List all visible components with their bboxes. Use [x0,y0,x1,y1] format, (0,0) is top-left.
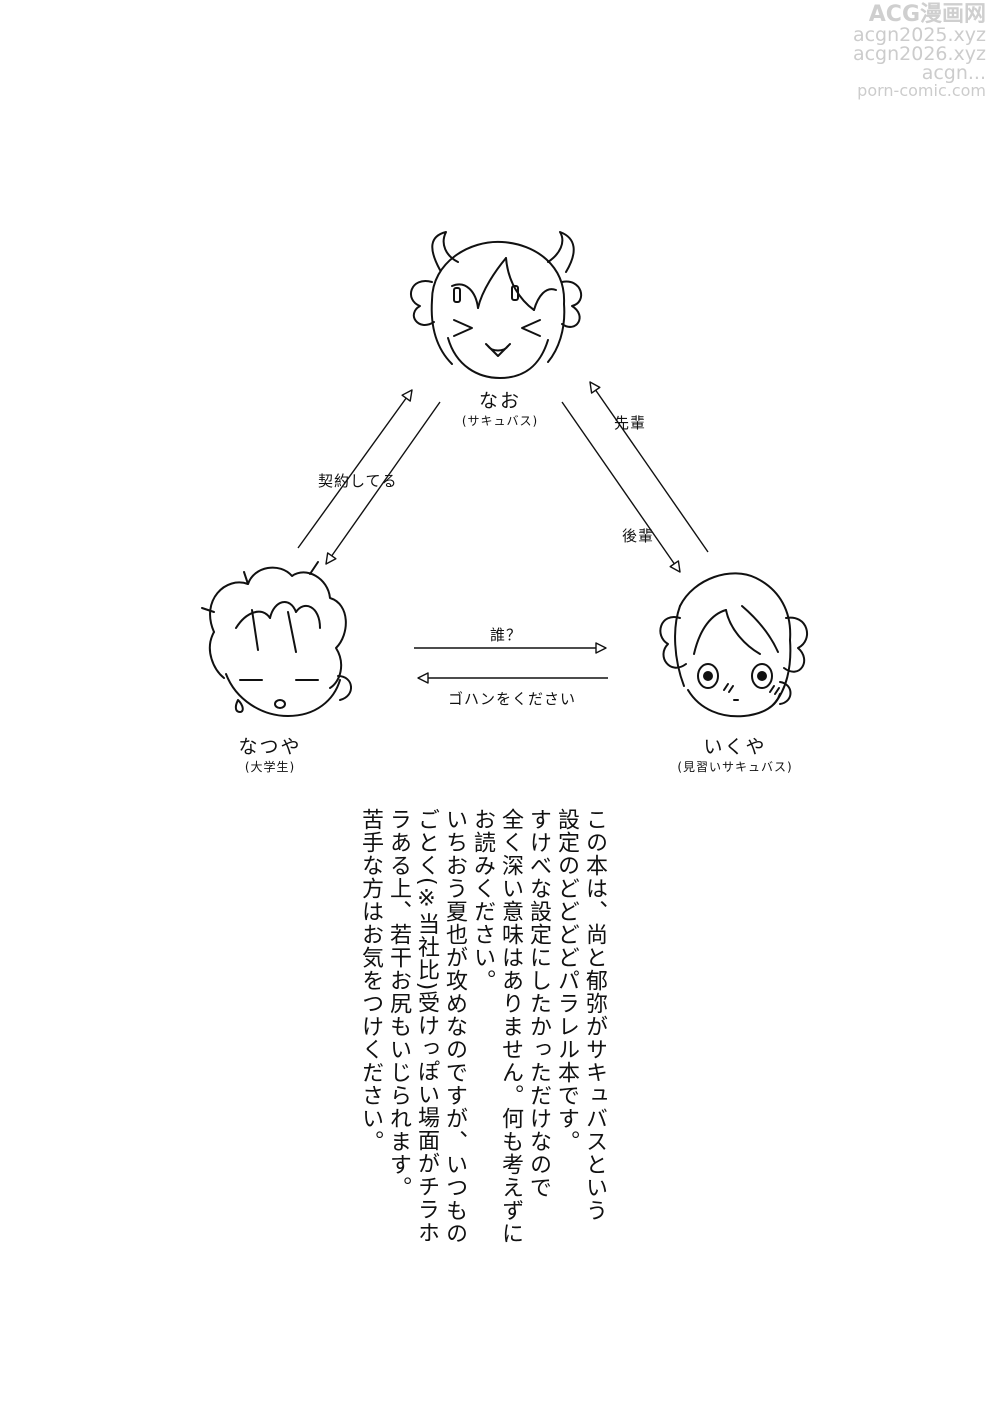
description-line: すけべな設定にしたかっただけなので [526,808,551,1199]
relationship-diagram [201,231,808,718]
description-line: 設定のどどどどパラレル本です。 [554,808,579,1153]
description-line: お読みください。 [470,808,495,992]
watermark-line: porn-comic.com [857,81,986,100]
relation-arrows [297,381,709,684]
relation-label-who: 誰？ [490,626,523,644]
ikuya-face-illustration [659,572,808,718]
arrow-ikuya-to-nao [589,381,709,553]
natsuya-role: (大学生) [244,760,296,774]
watermark-brand: ACG漫画网 [868,2,986,27]
natsuya-face-illustration [201,561,352,717]
ikuya-name: いくや [703,736,767,758]
natsuya-name: なつや [238,736,302,758]
ikuya-role: (見習いサキュバス) [677,760,793,774]
description-line: 全く深い意味はありません。何も考えずに [498,808,523,1245]
relation-label-gohan: ゴハンをください [448,690,577,708]
description-line: この本は、尚と郁弥がサキュバスという [582,808,607,1222]
nao-name: なお [478,390,521,412]
watermark-line: acgn2026.xyz [852,43,986,65]
arrow-natsuya-to-nao [297,389,413,549]
relation-label-contract: 契約してる [318,472,398,490]
description-line: 苦手な方はお気をつけください。 [358,808,383,1153]
nao-role: (サキュバス) [461,414,539,428]
description-line: ごとく(※当社比)受けっぽい場面がチラホ [414,808,439,1245]
nao-face-illustration [410,231,583,379]
relation-label-senpai: 先輩 [614,414,647,432]
watermark: ACG漫画网 acgn2025.xyz acgn2026.xyz acgn...… [826,4,986,99]
description-line: いちおう夏也が攻めなのですが、いつもの [442,808,467,1245]
arrow-nao-to-natsuya [325,401,441,565]
description-text: この本は、尚と郁弥がサキュバスという 設定のどどどどパラレル本です。 すけべな設… [356,808,608,1368]
arrow-nao-to-ikuya [561,401,681,573]
description-line: ラある上、若干お尻もいじられます。 [386,808,411,1199]
relation-label-kohai: 後輩 [622,527,655,545]
watermark-line: acgn2025.xyz [852,24,986,46]
watermark-line: acgn... [921,62,986,84]
